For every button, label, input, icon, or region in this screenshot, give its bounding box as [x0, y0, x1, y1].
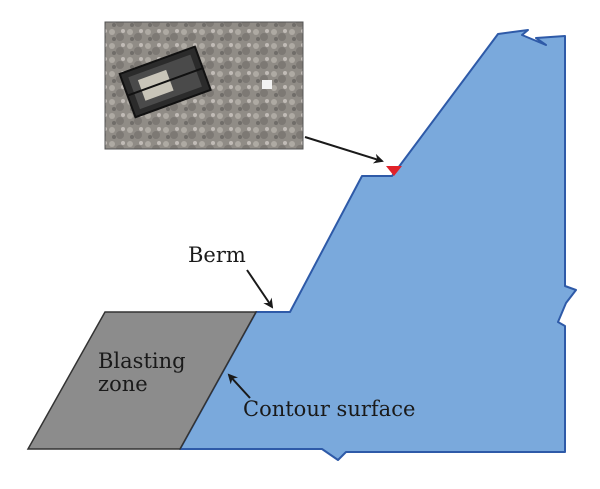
red-triangle-marker-icon [386, 166, 402, 176]
blasting-zone-label-line1: Blasting [98, 349, 186, 373]
photo-to-marker-arrow [304, 136, 384, 164]
blasting-zone-shape [26, 311, 258, 450]
contour-arrow [227, 373, 251, 399]
monitoring-instrument-photo [104, 21, 304, 150]
berm-arrow [246, 269, 274, 309]
slope-body [179, 29, 577, 461]
berm-label: Berm [188, 243, 246, 267]
blasting-zone-label: Blasting zone [98, 349, 198, 397]
contour-surface-label: Contour surface [243, 397, 416, 421]
blasting-zone-label-line2: zone [98, 372, 148, 397]
